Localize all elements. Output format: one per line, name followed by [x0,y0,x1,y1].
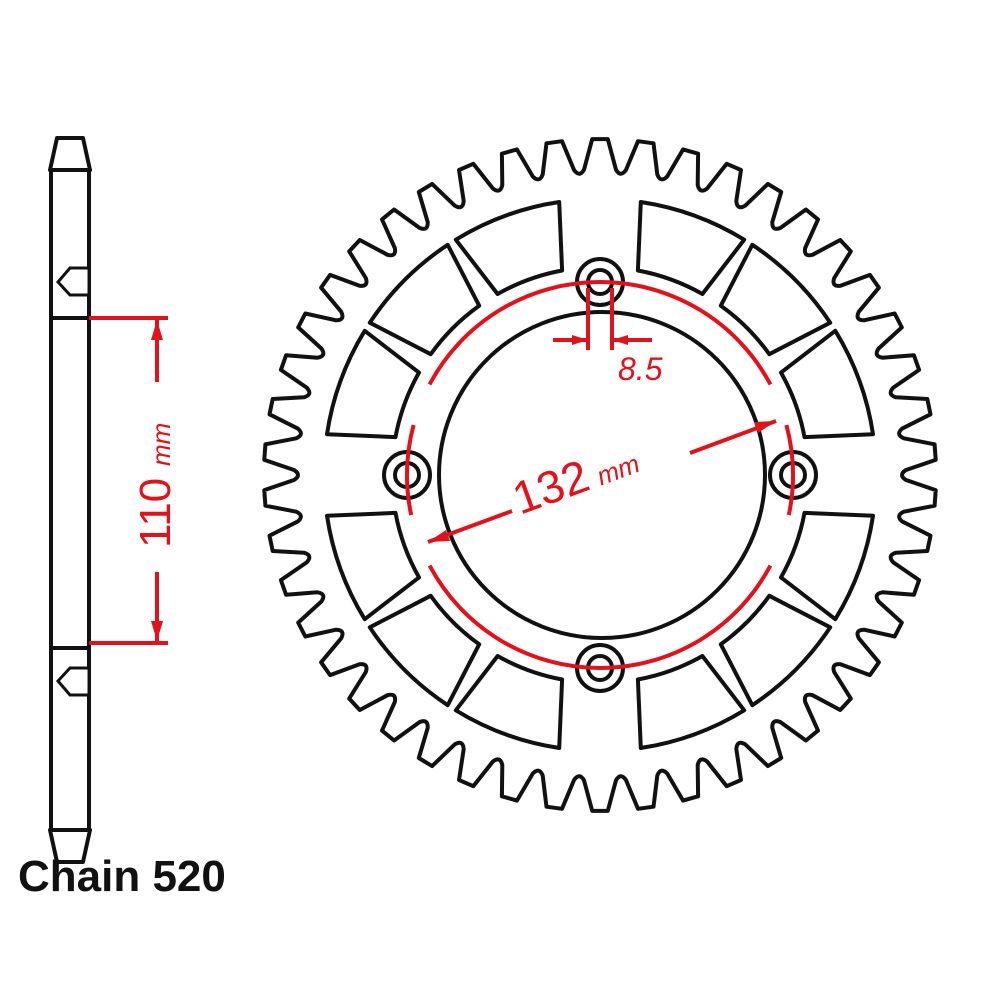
lightening-window [453,200,565,296]
side-profile [48,136,92,864]
lightening-window [367,242,482,357]
bore-dimension-value: 110 [131,478,180,548]
lightening-window [779,510,875,622]
center-bore [437,310,767,640]
sprocket-front-view [262,137,938,813]
bore-dimension: 110 mm [89,316,180,645]
bore-dimension-unit: mm [146,423,176,466]
lightening-window [325,510,421,622]
pcd-dimension: 132 mm [405,280,795,670]
hatched-section-top [49,168,91,320]
lightening-window [718,242,833,357]
lightening-window [635,654,747,750]
lightening-window [635,200,747,296]
chain-size-label: Chain 520 [18,852,226,901]
lightening-window [453,654,565,750]
lightening-window [779,328,875,440]
hatched-section-bottom [49,646,91,832]
pcd-dimension-value: 132 [506,449,596,524]
lightening-window [367,593,482,708]
lightening-window [325,328,421,440]
pcd-dimension-unit: mm [593,448,644,491]
lightening-window [718,593,833,708]
bolt-hole-dimension-value: 8.5 [618,351,663,387]
bolt-hole-dimension: 8.5 [553,288,663,387]
sprocket-teeth-outline [262,137,938,813]
